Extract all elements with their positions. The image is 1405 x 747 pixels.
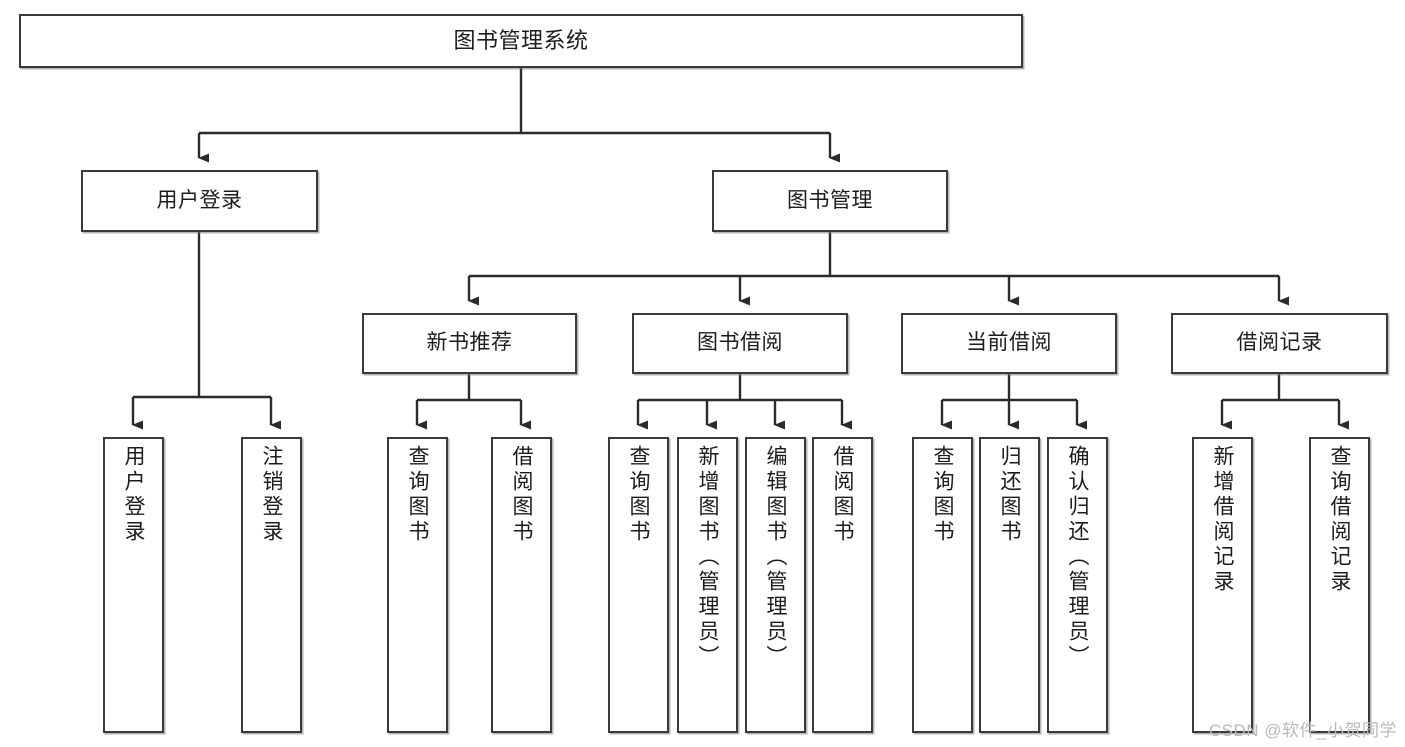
leaf-borrow-book-1[interactable]: 借阅图书 (491, 437, 552, 733)
leaf-logout-label: 注销登录 (260, 445, 283, 545)
node-root[interactable]: 图书管理系统 (19, 14, 1023, 68)
node-borrow-record[interactable]: 借阅记录 (1171, 313, 1388, 374)
leaf-add-book[interactable]: 新增图书（管理员） (677, 437, 738, 733)
watermark: CSDN @软件_小贺同学 (1208, 721, 1397, 740)
node-current-borrow-label: 当前借阅 (966, 331, 1052, 355)
leaf-query-book-2-label: 查询图书 (627, 445, 650, 545)
node-book-borrow-label: 图书借阅 (697, 331, 783, 355)
node-new-book-rec[interactable]: 新书推荐 (362, 313, 577, 374)
node-book-manage[interactable]: 图书管理 (712, 170, 948, 232)
leaf-logout[interactable]: 注销登录 (241, 437, 302, 733)
node-user-login[interactable]: 用户登录 (81, 170, 318, 232)
leaf-query-book-3-label: 查询图书 (931, 445, 954, 545)
leaf-query-record[interactable]: 查询借阅记录 (1309, 437, 1370, 733)
node-user-login-label: 用户登录 (156, 188, 243, 212)
leaf-query-book-2[interactable]: 查询图书 (608, 437, 669, 733)
node-root-label: 图书管理系统 (453, 28, 589, 54)
node-book-borrow[interactable]: 图书借阅 (632, 313, 848, 374)
leaf-add-record-label: 新增借阅记录 (1211, 445, 1234, 595)
node-new-book-rec-label: 新书推荐 (426, 331, 513, 355)
leaf-confirm-return[interactable]: 确认归还（管理员） (1047, 437, 1108, 733)
leaf-query-record-label: 查询借阅记录 (1328, 445, 1351, 595)
leaf-query-book-3[interactable]: 查询图书 (912, 437, 973, 733)
leaf-query-book-1[interactable]: 查询图书 (387, 437, 448, 733)
node-borrow-record-label: 借阅记录 (1236, 331, 1323, 355)
leaf-edit-book-label: 编辑图书（管理员） (764, 445, 787, 670)
leaf-add-record[interactable]: 新增借阅记录 (1192, 437, 1253, 733)
leaf-add-book-label: 新增图书（管理员） (696, 445, 719, 670)
leaf-return-book-label: 归还图书 (998, 445, 1021, 545)
leaf-borrow-book-2[interactable]: 借阅图书 (812, 437, 873, 733)
leaf-edit-book[interactable]: 编辑图书（管理员） (745, 437, 806, 733)
leaf-borrow-book-2-label: 借阅图书 (831, 445, 854, 545)
leaf-user-login-label: 用户登录 (122, 445, 145, 545)
node-book-manage-label: 图书管理 (787, 188, 873, 212)
leaf-borrow-book-1-label: 借阅图书 (510, 445, 533, 545)
leaf-query-book-1-label: 查询图书 (406, 445, 429, 545)
leaf-user-login[interactable]: 用户登录 (103, 437, 164, 733)
leaf-confirm-return-label: 确认归还（管理员） (1066, 445, 1089, 670)
leaf-return-book[interactable]: 归还图书 (979, 437, 1040, 733)
node-current-borrow[interactable]: 当前借阅 (901, 313, 1117, 374)
